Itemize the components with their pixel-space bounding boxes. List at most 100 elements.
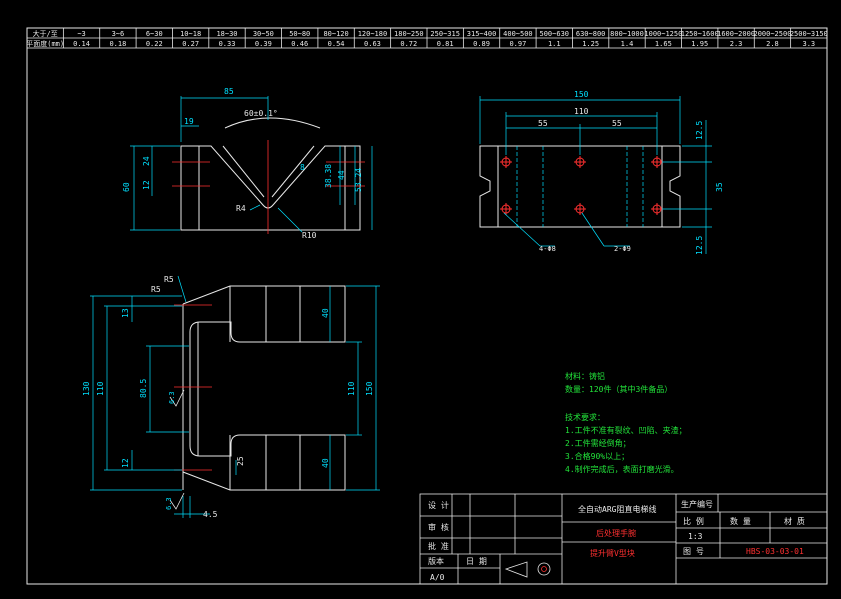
note-item-4: 4.制作完成后，表面打磨光滑。 <box>565 464 679 474</box>
tb-scale: 1:3 <box>688 532 703 541</box>
tol-header-cell-2: 3~6 <box>112 30 125 38</box>
tol-header-cell-7: 50~80 <box>289 30 310 38</box>
tb-date-label: 日 期 <box>466 557 487 566</box>
tol-value-cell-5: 0.33 <box>219 40 236 48</box>
front-dim-height: 60 <box>122 182 131 192</box>
bottom-dim-left-total: 130 <box>82 381 91 396</box>
tol-value-cell-13: 0.97 <box>509 40 526 48</box>
right-dim-height: 35 <box>715 182 724 192</box>
front-dim-r-big: R10 <box>302 231 317 240</box>
tol-value-cell-9: 0.63 <box>364 40 381 48</box>
tol-header-cell-14: 500~630 <box>540 30 570 38</box>
bottom-view-dim-lines <box>90 275 380 518</box>
tol-value-cell-11: 0.81 <box>437 40 454 48</box>
tb-version-label: 版本 <box>428 556 444 566</box>
front-dim-d1: 38.38 <box>324 164 333 188</box>
bottom-dim-bottom-w: 4.5 <box>203 510 218 519</box>
tol-header-cell-5: 18~30 <box>216 30 237 38</box>
tol-value-cell-17: 1.65 <box>655 40 672 48</box>
tol-value-cell-10: 0.72 <box>400 40 417 48</box>
bottom-dim-right-top: 40 <box>321 308 330 318</box>
note-quantity: 数量：120件（其中3件备品） <box>565 384 672 394</box>
bottom-dim-roughness2: 6.3 <box>165 497 173 510</box>
right-dim-half-right: 55 <box>612 119 622 128</box>
tol-value-cell-7: 0.46 <box>291 40 308 48</box>
bottom-dim-bot-gap: 12 <box>121 458 130 468</box>
right-view <box>479 145 681 228</box>
tol-header-cell-18: 1250~1600 <box>681 30 719 38</box>
tb-drawing-no: HBS-03-03-01 <box>746 547 804 556</box>
front-dim-d3: 53.24 <box>354 168 363 192</box>
tol-header-cell-0: 大于/至 <box>33 29 58 38</box>
tb-version: A/0 <box>430 573 445 582</box>
tb-material-label: 材 质 <box>784 516 805 526</box>
tol-value-cell-8: 0.54 <box>328 40 345 48</box>
right-dim-inner: 110 <box>574 107 589 116</box>
tolerance-table <box>26 27 828 49</box>
bottom-dim-r-top2: R5 <box>151 285 161 294</box>
tol-header-cell-21: 2500~3150 <box>790 30 828 38</box>
notes: 材料：铸铝 数量：120件（其中3件备品） 技术要求： 1.工件不准有裂纹、凹陷… <box>565 371 687 474</box>
note-item-2: 2.工件需经倒角； <box>565 438 631 448</box>
tb-qty-label: 数 量 <box>730 516 751 526</box>
tol-header-cell-8: 80~120 <box>323 30 348 38</box>
bottom-dim-top-gap: 13 <box>121 308 130 318</box>
right-dim-holes-b: 2-Φ9 <box>614 245 631 253</box>
tol-header-cell-1: ~3 <box>77 30 85 38</box>
tol-header-cell-4: 10~18 <box>180 30 201 38</box>
tol-header-cell-11: 250~315 <box>430 30 460 38</box>
right-view-holes <box>500 156 663 215</box>
tol-header-cell-15: 630~800 <box>576 30 606 38</box>
front-dim-bevel: 8 <box>300 163 305 172</box>
tb-scale-label: 比 例 <box>683 516 704 526</box>
front-view <box>180 117 361 231</box>
tol-value-cell-0: 平面度(mm) <box>26 39 64 48</box>
tol-value-cell-18: 1.95 <box>691 40 708 48</box>
roughness-symbols <box>169 389 185 510</box>
right-dim-half-left: 55 <box>538 119 548 128</box>
tb-design: 设 计 <box>428 500 449 510</box>
tb-part-name: 提升臂V型块 <box>590 548 635 558</box>
tb-drawing-no-label: 图 号 <box>683 547 704 556</box>
bottom-dim-right-bot: 40 <box>321 458 330 468</box>
tol-value-cell-21: 3.3 <box>802 40 815 48</box>
front-view-dim-lines <box>130 96 373 233</box>
front-dim-upper: 24 <box>142 156 151 166</box>
tol-header-cell-16: 800~1000 <box>610 30 644 38</box>
front-view-centerlines <box>172 140 365 234</box>
bottom-dim-right-total: 150 <box>365 381 374 396</box>
bottom-view-centerlines <box>174 304 212 471</box>
tol-value-cell-12: 0.89 <box>473 40 490 48</box>
bottom-view <box>182 285 346 491</box>
right-view-dim-lines <box>479 96 712 254</box>
tb-project: 全自动ARG阻直电梯线 <box>578 504 656 514</box>
right-dim-top-off: 12.5 <box>695 121 704 140</box>
tol-value-cell-20: 2.8 <box>766 40 779 48</box>
title-block <box>419 493 828 585</box>
front-dim-d2: 44 <box>337 170 346 180</box>
bottom-dim-right-inner: 110 <box>347 381 356 396</box>
projection-symbol-icon <box>504 561 551 578</box>
tol-header-cell-20: 2000~2500 <box>753 30 791 38</box>
tol-header-cell-17: 1000~1250 <box>644 30 682 38</box>
tol-value-cell-1: 0.14 <box>73 40 90 48</box>
tb-check: 审 核 <box>428 522 449 532</box>
tol-value-cell-3: 0.22 <box>146 40 163 48</box>
front-dim-top-width: 85 <box>224 87 234 96</box>
front-dim-mid: 12 <box>142 180 151 190</box>
tol-value-cell-16: 1.4 <box>621 40 634 48</box>
bottom-dim-chamfer: 25 <box>236 456 245 466</box>
front-dim-left-offset: 19 <box>184 117 194 126</box>
front-dim-angle: 60±0.1° <box>244 109 278 118</box>
tb-part-group: 后处理手腕 <box>596 528 636 538</box>
note-item-3: 3.合格90%以上； <box>565 451 629 461</box>
note-material: 材料：铸铝 <box>565 371 605 381</box>
bottom-dim-center: 80.5 <box>139 379 148 398</box>
tb-prod-no-label: 生产编号 <box>681 499 713 509</box>
tol-header-cell-19: 1600~2000 <box>717 30 755 38</box>
right-dim-total: 150 <box>574 90 589 99</box>
right-view-hidden-lines <box>516 146 644 227</box>
tol-header-cell-9: 120~180 <box>358 30 388 38</box>
